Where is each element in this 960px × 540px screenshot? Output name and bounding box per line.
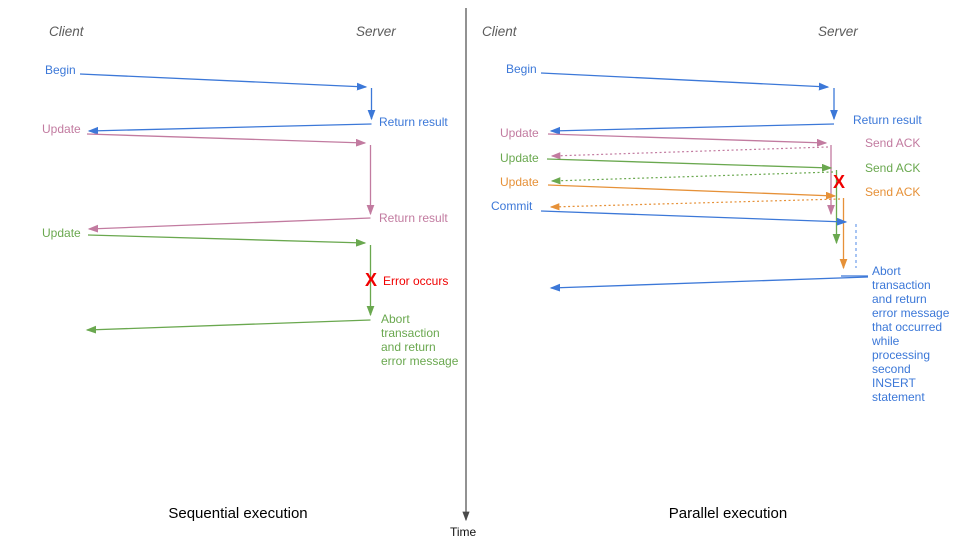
seq-abort-return-arrow [85, 319, 371, 334]
right-abort-line-7: processing [872, 348, 931, 362]
par-update1-request-arrow [547, 133, 828, 147]
right-abort-line-10: statement [872, 390, 925, 404]
par-begin-request-arrow [540, 72, 830, 91]
par-update3-request-arrow [547, 184, 837, 200]
left-update-2-label: Update [42, 226, 81, 240]
right-return-result-label: Return result [853, 113, 922, 127]
right-send-ack-3-label: Send ACK [865, 185, 921, 199]
time-axis-label: Time [450, 525, 477, 539]
par-ack1-dotted-arrow [550, 146, 829, 160]
left-update-1-label: Update [42, 122, 81, 136]
right-abort-line-5: that occurred [872, 320, 943, 334]
seq-begin-return-arrow [87, 123, 372, 135]
seq-update1-return-arrow [87, 217, 371, 233]
seq-update2-request-arrow [87, 234, 367, 247]
left-error-x-icon: X [365, 270, 378, 290]
left-abort-line-2: transaction [381, 326, 440, 340]
left-begin-label: Begin [45, 63, 76, 77]
left-caption: Sequential execution [168, 505, 308, 522]
right-send-ack-1-label: Send ACK [865, 136, 921, 150]
seq-update1-request-arrow [86, 133, 367, 147]
par-update2-request-arrow [546, 158, 833, 172]
right-caption: Parallel execution [668, 505, 788, 522]
par-ack2-dotted-arrow [550, 171, 834, 185]
right-abort-line-9: INSERT [872, 376, 916, 390]
par-commit-request-arrow [540, 210, 848, 226]
left-error-occurs-label: Error occurs [383, 274, 449, 288]
right-abort-line-6: while [872, 334, 900, 348]
left-abort-line-3: and return [381, 340, 436, 354]
left-client-header: Client [49, 24, 84, 39]
left-server-header: Server [356, 24, 396, 39]
right-update-3-label: Update [500, 175, 539, 189]
par-abort-return-arrow [549, 276, 869, 292]
right-abort-line-1: Abort [872, 264, 901, 278]
left-abort-line-4: error message [381, 354, 459, 368]
right-server-header: Server [818, 24, 858, 39]
right-abort-line-2: transaction [872, 278, 931, 292]
par-ack3-dotted-arrow [549, 198, 841, 211]
right-client-header: Client [482, 24, 517, 39]
right-abort-line-8: second [872, 362, 911, 376]
seq-begin-request-arrow [79, 73, 368, 91]
right-error-x-icon: X [833, 172, 846, 192]
right-commit-label: Commit [491, 199, 533, 213]
left-return-result-1-label: Return result [379, 115, 448, 129]
par-begin-return-arrow [549, 123, 835, 135]
right-abort-line-3: and return [872, 292, 927, 306]
right-send-ack-2-label: Send ACK [865, 161, 921, 175]
right-begin-label: Begin [506, 62, 537, 76]
right-update-2-label: Update [500, 151, 539, 165]
left-return-result-2-label: Return result [379, 211, 448, 225]
left-abort-line-1: Abort [381, 312, 410, 326]
right-abort-line-4: error message [872, 306, 950, 320]
right-update-1-label: Update [500, 126, 539, 140]
